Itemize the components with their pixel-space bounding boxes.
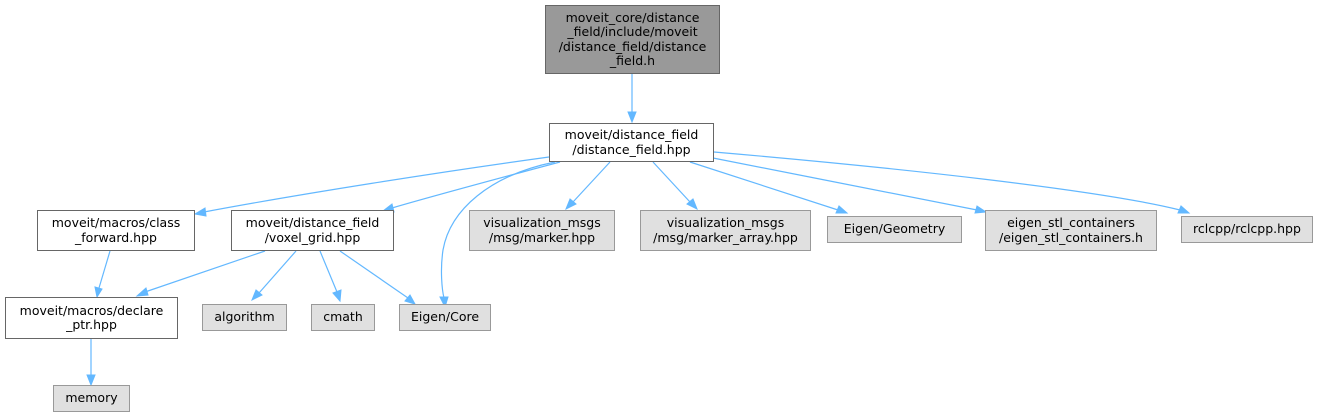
edge-arrowhead [94, 286, 103, 299]
node-rclcpp-hpp: rclcpp/rclcpp.hpp [1181, 216, 1313, 243]
node-eigen-stl-containers: eigen_stl_containers /eigen_stl_containe… [985, 210, 1157, 251]
node-distance-field-hpp[interactable]: moveit/distance_field /distance_field.hp… [549, 123, 714, 162]
edge-arrowhead [439, 296, 449, 309]
edge-arrowhead [835, 205, 849, 214]
node-class-forward-hpp[interactable]: moveit/macros/class _forward.hpp [37, 210, 195, 251]
node-memory: memory [53, 385, 130, 412]
edge-arrowhead [974, 205, 988, 214]
edge-arrowhead [135, 287, 149, 297]
edge-arrowhead [627, 111, 637, 124]
node-algorithm: algorithm [202, 304, 287, 331]
edge-voxel-grid-to-eigen-core [339, 250, 409, 299]
node-eigen-geometry: Eigen/Geometry [827, 216, 962, 243]
edge-distance-field-to-eigen-stl [712, 157, 978, 211]
edge-voxel-grid-to-cmath [319, 250, 338, 293]
edge-class-forward-to-declare-ptr [98, 250, 111, 289]
edge-distance-field-to-marker-array [652, 161, 691, 203]
edge-arrowhead [332, 289, 342, 303]
edge-voxel-grid-to-algorithm [258, 250, 297, 294]
edge-distance-field-to-voxel-grid [391, 161, 561, 209]
edge-distance-field-to-eigen-core [440, 161, 556, 299]
edge-arrowhead [86, 374, 96, 387]
node-eigen-core: Eigen/Core [399, 304, 491, 331]
node-marker-array-hpp: visualization_msgs /msg/marker_array.hpp [640, 210, 811, 251]
node-marker-hpp: visualization_msgs /msg/marker.hpp [469, 210, 615, 251]
edge-arrowhead [686, 198, 698, 211]
node-voxel-grid-hpp[interactable]: moveit/distance_field /voxel_grid.hpp [231, 210, 394, 251]
node-cmath: cmath [311, 304, 375, 331]
edge-distance-field-to-marker [572, 161, 611, 203]
edge-arrowhead [193, 207, 207, 217]
node-root-header[interactable]: moveit_core/distance _field/include/move… [545, 5, 720, 74]
edge-arrowhead [565, 198, 577, 211]
edge-distance-field-to-rclcpp [713, 151, 1181, 211]
edge-arrowhead [251, 289, 263, 302]
edge-distance-field-to-eigen-geometry [689, 161, 839, 211]
edge-distance-field-to-class-forward [203, 156, 550, 213]
edge-voxel-grid-to-declare-ptr [144, 250, 266, 293]
edge-arrowhead [404, 294, 417, 305]
node-declare-ptr-hpp[interactable]: moveit/macros/declare _ptr.hpp [5, 297, 178, 339]
edge-arrowhead [1177, 205, 1191, 214]
